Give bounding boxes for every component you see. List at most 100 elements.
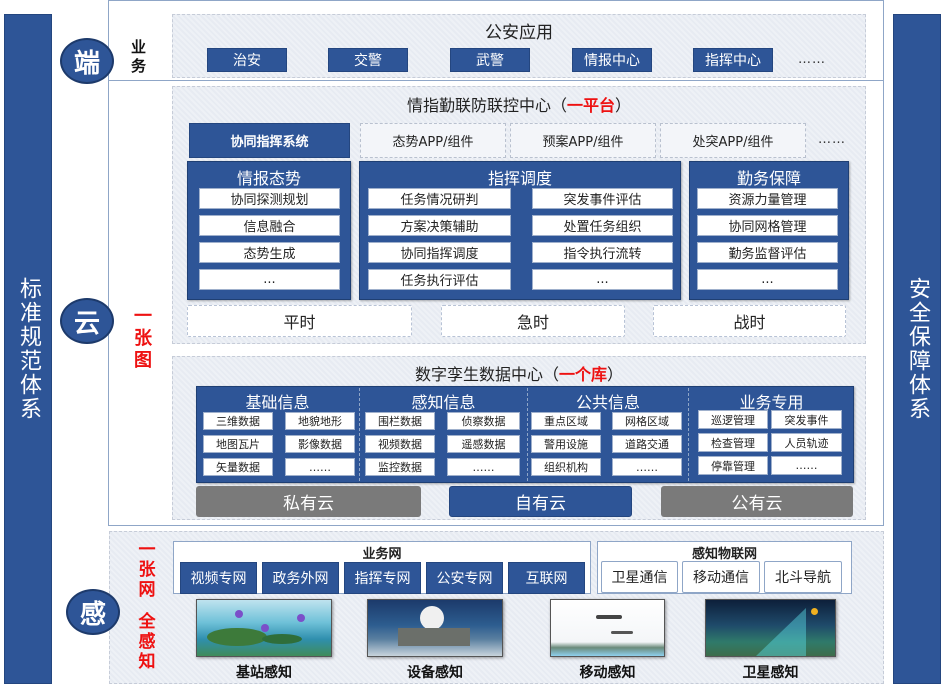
divider: [359, 388, 360, 481]
sensing-caption: 移动感知: [579, 665, 636, 681]
component-situation[interactable]: 态势APP/组件: [360, 123, 506, 158]
module-item[interactable]: 方案决策辅助: [368, 215, 511, 236]
app-wujing[interactable]: 武警: [450, 48, 530, 72]
data-item[interactable]: 地貌地形: [285, 412, 355, 430]
station-icon: [235, 610, 243, 618]
business-network-title: 业务网: [362, 547, 402, 562]
security-system-bar: 安全保障体系: [893, 14, 941, 684]
data-item[interactable]: 监控数据: [365, 458, 435, 476]
net-command[interactable]: 指挥专网: [344, 562, 421, 594]
module-title: 情报态势: [236, 169, 301, 188]
data-item[interactable]: 遥感数据: [447, 435, 520, 453]
datacenter-title-highlight: 一个库: [558, 365, 607, 384]
components-more: ……: [818, 132, 846, 147]
sensing-caption: 基站感知: [236, 665, 292, 681]
coverage-beam: [756, 608, 806, 656]
security-system-label: 安全保障体系: [905, 277, 930, 421]
iot-beidou[interactable]: 北斗导航: [764, 561, 842, 593]
platform-title-highlight: 一平台: [566, 96, 615, 115]
module-item[interactable]: 突发事件评估: [532, 188, 673, 209]
collab-command-system[interactable]: 协同指挥系统: [189, 123, 350, 158]
module-title: 指挥调度: [487, 169, 552, 188]
datacenter-title-suffix: ）: [607, 365, 624, 384]
net-internet[interactable]: 互联网: [508, 562, 585, 594]
module-item[interactable]: 处置任务组织: [532, 215, 673, 236]
data-item[interactable]: 三维数据: [203, 412, 273, 430]
data-item[interactable]: 视频数据: [365, 435, 435, 453]
component-response[interactable]: 处突APP/组件: [660, 123, 806, 158]
data-item[interactable]: 警用设施: [531, 435, 601, 453]
data-item[interactable]: 道路交通: [612, 435, 682, 453]
iot-mobile[interactable]: 移动通信: [682, 561, 760, 593]
module-item[interactable]: 协同指挥调度: [368, 242, 511, 263]
cloud-public[interactable]: 公有云: [661, 486, 853, 517]
data-item[interactable]: 重点区域: [531, 412, 601, 430]
divider: [108, 80, 884, 81]
iot-satellite[interactable]: 卫星通信: [601, 561, 678, 593]
aircraft-icon: [596, 615, 622, 619]
data-item[interactable]: ……: [447, 458, 520, 476]
module-item[interactable]: 指令执行流转: [532, 242, 673, 263]
data-item[interactable]: 检查管理: [698, 433, 768, 452]
module-title: 勤务保障: [736, 169, 801, 188]
net-video[interactable]: 视频专网: [180, 562, 257, 594]
data-item[interactable]: 矢量数据: [203, 458, 273, 476]
net-gov-external[interactable]: 政务外网: [262, 562, 339, 594]
station-icon: [261, 624, 269, 632]
satellite-icon: [811, 608, 818, 615]
data-item[interactable]: 组织机构: [531, 458, 601, 476]
satellite-coverage-image: [705, 599, 836, 657]
module-item[interactable]: ...: [697, 269, 838, 290]
mode-wartime[interactable]: 战时: [653, 305, 846, 337]
group-title-perception: 感知信息: [411, 393, 476, 412]
business-tag: 业务: [131, 38, 147, 75]
sensing-layer-label: 感: [79, 599, 106, 630]
cloud-layer-label: 云: [73, 308, 100, 339]
data-item[interactable]: 影像数据: [285, 435, 355, 453]
module-item[interactable]: ...: [532, 269, 673, 290]
station-icon: [297, 614, 305, 622]
data-item[interactable]: 停靠管理: [698, 456, 768, 475]
module-item[interactable]: 任务情况研判: [368, 188, 511, 209]
cloud-owned[interactable]: 自有云: [449, 486, 632, 517]
full-sensing-tag: 全感知: [138, 612, 156, 672]
module-item[interactable]: 任务执行评估: [368, 269, 511, 290]
datacenter-title: 数字孪生数据中心（一个库）: [172, 361, 866, 385]
radar-dome: [420, 606, 444, 630]
data-item[interactable]: 网格区域: [612, 412, 682, 430]
app-command-center[interactable]: 指挥中心: [693, 48, 773, 72]
module-item[interactable]: 协同探测规划: [199, 188, 340, 209]
data-item[interactable]: 人员轨迹: [771, 433, 842, 452]
app-intel-center[interactable]: 情报中心: [572, 48, 652, 72]
module-item[interactable]: 信息融合: [199, 215, 340, 236]
data-item[interactable]: ……: [771, 456, 842, 475]
mode-peacetime[interactable]: 平时: [187, 305, 412, 337]
terminal-layer-label: 端: [73, 48, 100, 79]
data-item[interactable]: 地图瓦片: [203, 435, 273, 453]
apps-more: ……: [798, 52, 826, 67]
app-zhian[interactable]: 治安: [207, 48, 287, 72]
module-item[interactable]: 协同网格管理: [697, 215, 838, 236]
data-item[interactable]: 巡逻管理: [698, 410, 768, 429]
data-item[interactable]: 围栏数据: [365, 412, 435, 430]
data-item[interactable]: 突发事件: [771, 410, 842, 429]
module-item[interactable]: ...: [199, 269, 340, 290]
island-shape: [262, 634, 302, 644]
cloud-private[interactable]: 私有云: [196, 486, 421, 517]
mode-emergency[interactable]: 急时: [441, 305, 625, 337]
component-plan[interactable]: 预案APP/组件: [510, 123, 656, 158]
group-title-public: 公共信息: [575, 393, 640, 412]
data-item[interactable]: ……: [285, 458, 355, 476]
module-item[interactable]: 态势生成: [199, 242, 340, 263]
divider: [688, 388, 689, 481]
platform-deck: [398, 628, 470, 646]
cloud-layer-circle: 云: [60, 298, 114, 344]
datacenter-title-main: 数字孪生数据中心（: [414, 365, 559, 384]
group-title-basic: 基础信息: [245, 393, 310, 412]
module-item[interactable]: 资源力量管理: [697, 188, 838, 209]
module-item[interactable]: 勤务监督评估: [697, 242, 838, 263]
net-police[interactable]: 公安专网: [426, 562, 503, 594]
app-jiaojing[interactable]: 交警: [328, 48, 408, 72]
data-item[interactable]: ……: [612, 458, 682, 476]
data-item[interactable]: 侦察数据: [447, 412, 520, 430]
